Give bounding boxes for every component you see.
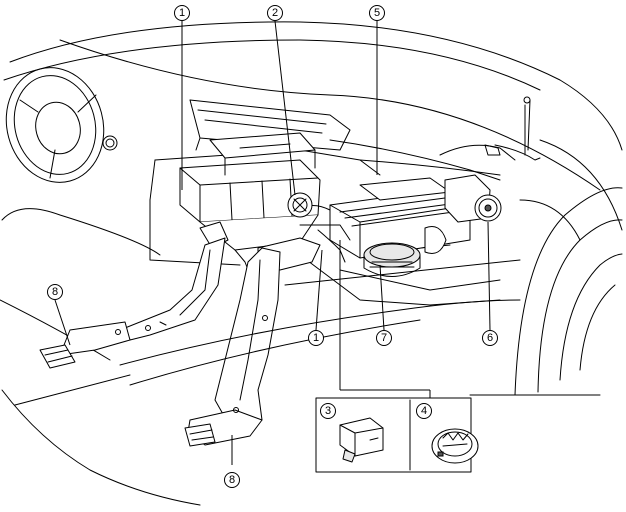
- callout-label: 6: [487, 332, 493, 344]
- blower-unit: [329, 177, 471, 277]
- callout-label: 3: [325, 405, 331, 417]
- callout-6: 6: [482, 330, 498, 346]
- callout-label: 4: [421, 405, 427, 417]
- callout-1-bottom: 1: [308, 330, 324, 346]
- callout-7: 7: [376, 330, 392, 346]
- inset-panel: [315, 397, 479, 473]
- compressor-area: [439, 96, 541, 223]
- component-3-illustration: [339, 417, 384, 463]
- steering-wheel: [5, 67, 118, 183]
- callout-4: 4: [416, 403, 432, 419]
- wheel-arch: [469, 187, 623, 396]
- callout-label: 8: [52, 286, 58, 298]
- callout-label: 8: [229, 474, 235, 486]
- heater-unit: [179, 132, 321, 251]
- callout-2: 2: [267, 5, 283, 21]
- leader-lines: [54, 20, 491, 465]
- component-4-illustration: [431, 428, 479, 464]
- callout-label: 1: [179, 7, 185, 19]
- left-rear-duct: [39, 221, 229, 369]
- floor-console: [14, 259, 521, 406]
- callout-label: 1: [313, 332, 319, 344]
- callout-5: 5: [369, 5, 385, 21]
- callout-3: 3: [320, 403, 336, 419]
- callout-label: 7: [381, 332, 387, 344]
- center-rear-duct: [184, 247, 281, 447]
- callout-1-top: 1: [174, 5, 190, 21]
- callout-label: 5: [374, 7, 380, 19]
- callout-label: 2: [272, 7, 278, 19]
- callout-8-left: 8: [47, 284, 63, 300]
- callout-8-bottom: 8: [224, 472, 240, 488]
